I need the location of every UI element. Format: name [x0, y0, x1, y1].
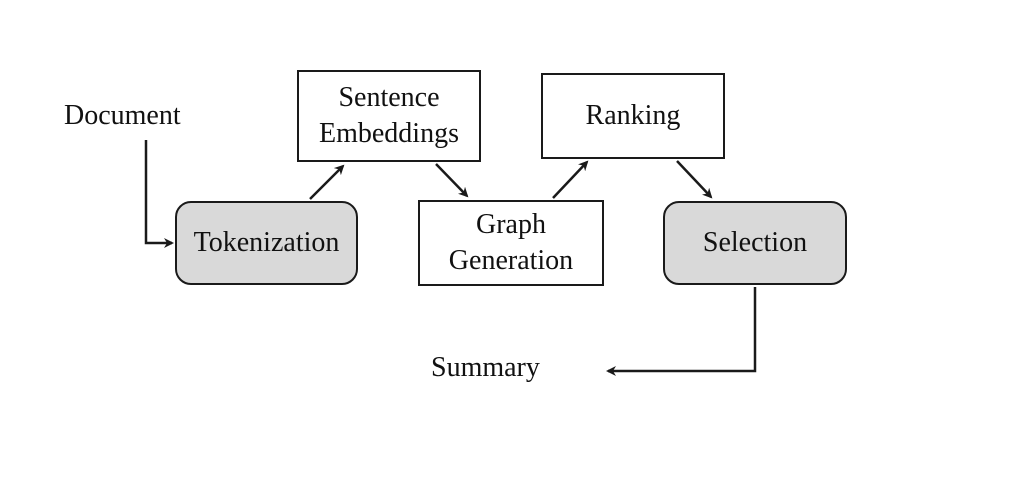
ranking-node: Ranking: [541, 73, 725, 159]
selection-node: Selection: [663, 201, 847, 285]
tokenization-label: Tokenization: [193, 226, 340, 258]
sentence-embeddings-node: Sentence Embeddings: [297, 70, 481, 162]
arrow-graph-to-ranking: [552, 160, 589, 199]
arrow-embeddings-to-graph: [435, 163, 469, 198]
arrow-selection-to-summary: [606, 287, 757, 376]
arrow-ranking-to-selection: [676, 160, 713, 199]
tokenization-node: Tokenization: [175, 201, 358, 285]
graph-generation-node: Graph Generation: [418, 200, 604, 286]
ranking-label: Ranking: [585, 99, 681, 131]
document-label: Document: [64, 100, 181, 131]
summary-label: Summary: [431, 352, 540, 383]
sentence-embeddings-label: Sentence Embeddings: [319, 81, 459, 149]
arrow-tokenization-to-embeddings: [309, 164, 345, 200]
arrow-document-to-tokenization: [144, 140, 174, 248]
graph-generation-label: Graph Generation: [448, 208, 574, 276]
selection-label: Selection: [702, 226, 808, 258]
